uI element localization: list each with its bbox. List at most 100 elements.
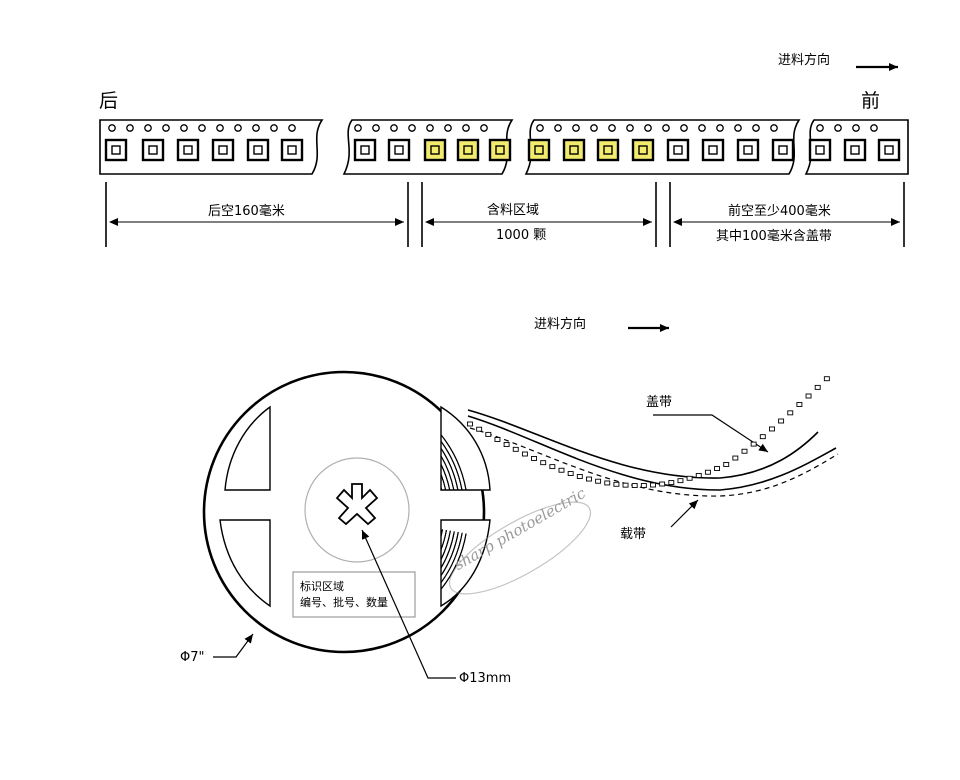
sprocket-hole: [162, 124, 170, 132]
sprocket-hole: [462, 124, 470, 132]
reel-window-bottom-left: [219, 519, 271, 608]
pocket-inner: [534, 145, 544, 155]
tape-tooth: [540, 460, 547, 466]
pocket-inner: [743, 145, 753, 155]
tape-tooth: [503, 442, 510, 447]
hub-diameter-label: Φ13mm: [459, 671, 512, 686]
tape-tooth: [558, 467, 565, 473]
tape-tooth: [640, 483, 647, 488]
tape-tooth: [467, 421, 473, 427]
sprocket-hole: [144, 124, 152, 132]
reel-window-top-left: [224, 405, 271, 491]
sprocket-hole: [870, 124, 878, 132]
tape-tooth: [769, 426, 775, 432]
sprocket-hole: [536, 124, 544, 132]
tape-tooth: [567, 471, 574, 476]
sprocket-hole: [444, 124, 452, 132]
sprocket-hole: [252, 124, 260, 132]
pocket-inner: [708, 145, 718, 155]
sprocket-hole: [480, 124, 488, 132]
sprocket-hole: [662, 124, 670, 132]
pocket-inner: [463, 145, 473, 155]
tape-tooth: [778, 418, 785, 424]
reel-diameter-pointer: [213, 633, 254, 658]
tape-leader-teeth: [467, 376, 830, 489]
tape-segment: [342, 119, 514, 175]
tape-tooth: [723, 462, 730, 467]
rear-label: 后: [99, 90, 119, 112]
label-area-title: 标识区域: [300, 580, 344, 593]
sprocket-hole: [816, 124, 824, 132]
sprocket-hole: [216, 124, 224, 132]
sprocket-hole: [198, 124, 206, 132]
loaded-count-label: 1000 颗: [496, 228, 547, 243]
pocket-inner: [148, 145, 158, 155]
tape-tooth: [714, 466, 720, 472]
sprocket-hole: [644, 124, 652, 132]
pocket-inner: [850, 145, 860, 155]
sprocket-hole: [126, 124, 134, 132]
sprocket-hole: [590, 124, 598, 132]
tape-segment: [524, 119, 801, 175]
tape-tooth: [686, 475, 693, 481]
sprocket-hole: [852, 124, 860, 132]
pocket-inner: [360, 145, 370, 155]
sprocket-hole: [572, 124, 580, 132]
cover-tape-pointer: [653, 414, 769, 453]
pocket-inner: [815, 145, 825, 155]
tape-tooth: [595, 478, 602, 484]
sprocket-hole: [390, 124, 398, 132]
sprocket-hole: [752, 124, 760, 132]
sprocket-hole: [234, 124, 242, 132]
sprocket-hole: [734, 124, 742, 132]
sprocket-hole: [354, 124, 362, 132]
tape-tooth: [586, 476, 592, 482]
sprocket-hole: [698, 124, 706, 132]
tape-tooth: [814, 384, 821, 390]
pocket-inner: [111, 145, 121, 155]
sprocket-hole: [834, 124, 842, 132]
carrier-tape-label: 载带: [620, 527, 647, 542]
tape-tooth: [604, 480, 611, 486]
watermark-logo: [448, 501, 592, 595]
rear-empty-label: 后空160毫米: [208, 204, 285, 219]
sprocket-hole: [770, 124, 778, 132]
tape-tooth: [485, 431, 492, 437]
sprocket-hole: [426, 124, 434, 132]
reel-diameter-label: Φ7": [180, 650, 205, 665]
reel-window-bottom-right: [440, 519, 491, 608]
tape-leader: [467, 409, 839, 497]
component-pockets: [104, 138, 901, 162]
tape-tooth: [695, 473, 702, 478]
tape-tooth: [677, 478, 684, 484]
pocket-inner: [253, 145, 263, 155]
tape-tooth: [759, 434, 766, 440]
tape-tooth: [732, 455, 739, 461]
sprocket-hole: [408, 124, 416, 132]
tape-tooth: [476, 426, 483, 432]
tape-tooth: [823, 376, 830, 382]
pocket-inner: [495, 145, 505, 155]
pocket-inner: [603, 145, 613, 155]
loaded-zone-label: 含料区域: [487, 203, 540, 218]
tape-tooth: [659, 481, 666, 487]
label-area-fields: 编号、批号、数量: [300, 596, 388, 609]
tape-tooth: [613, 481, 620, 487]
tape-tooth: [576, 474, 583, 479]
pocket-inner: [884, 145, 894, 155]
sprocket-hole: [608, 124, 616, 132]
pocket-inner: [673, 145, 683, 155]
feed-direction-label-top: 进料方向: [778, 53, 831, 68]
sprocket-hole: [716, 124, 724, 132]
reel-hub-spindle: [335, 483, 379, 526]
dimension-markers: [105, 182, 905, 247]
sprocket-hole: [554, 124, 562, 132]
pocket-inner: [638, 145, 648, 155]
pocket-inner: [778, 145, 788, 155]
tape-tooth: [796, 402, 803, 407]
tape-tooth: [521, 451, 528, 457]
cover-tape-label: 盖带: [646, 395, 673, 410]
carrier-tape-pointer: [670, 499, 699, 528]
